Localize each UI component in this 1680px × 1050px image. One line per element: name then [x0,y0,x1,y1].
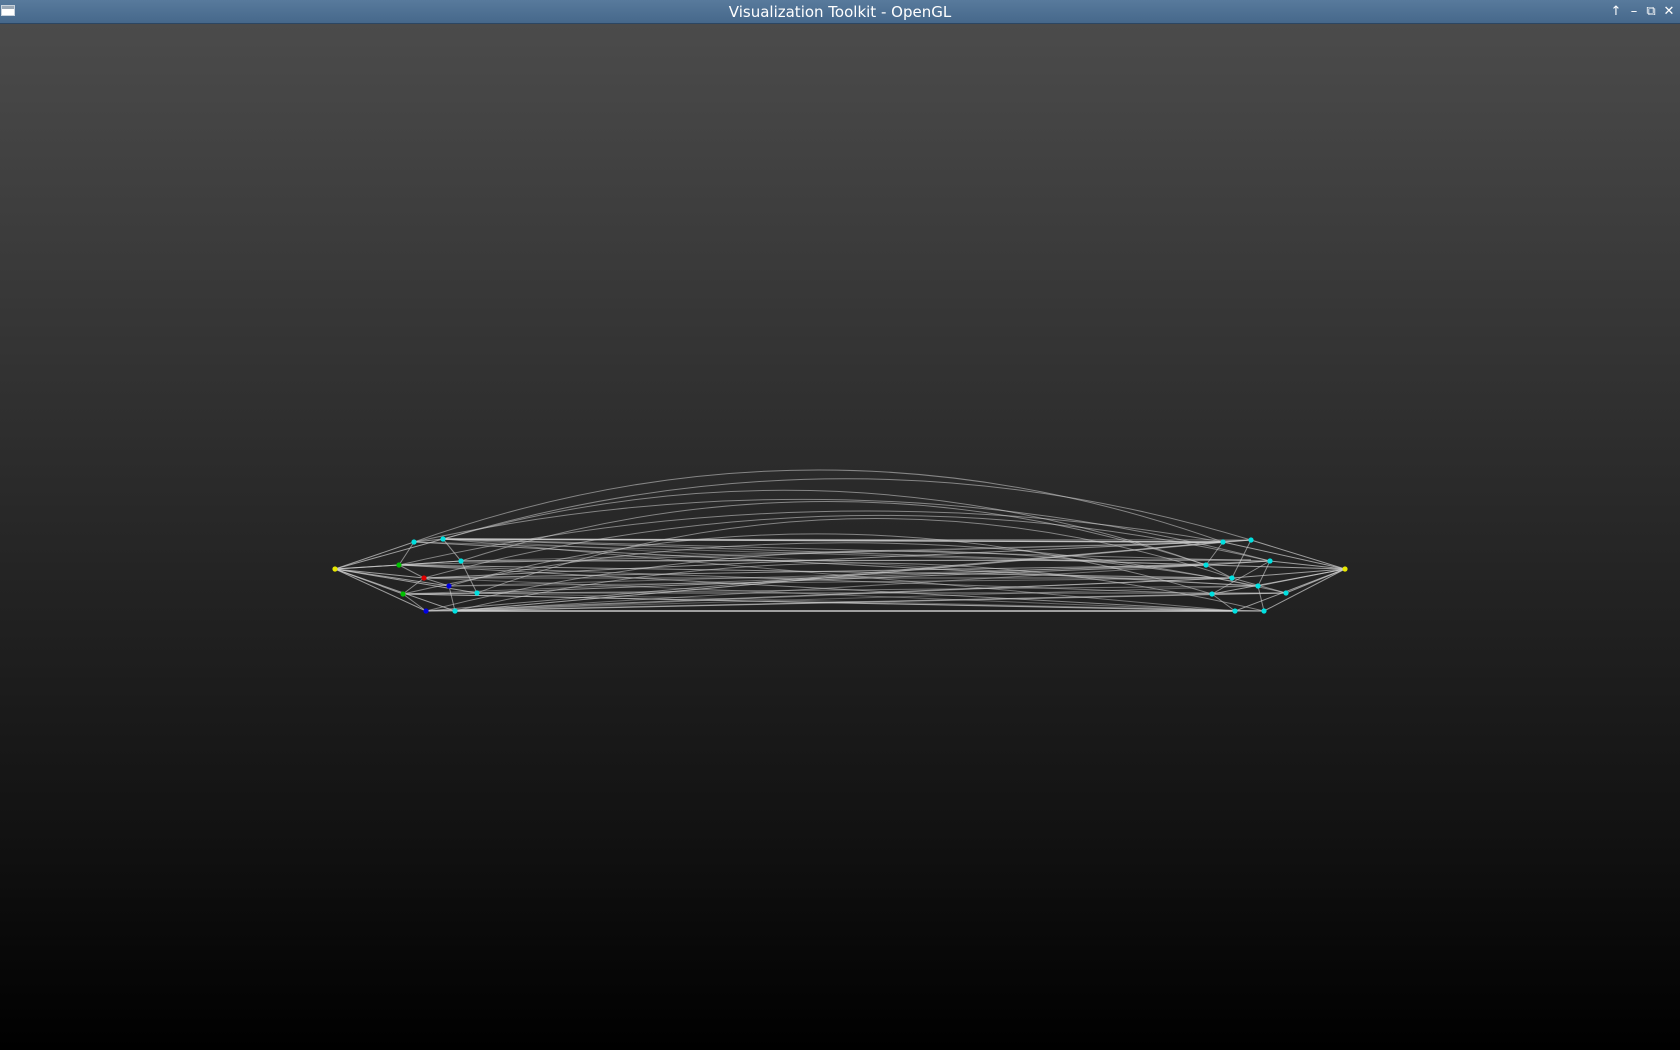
graph-edge [1263,568,1346,612]
graph-edge [398,560,462,566]
graph-edge [413,538,444,543]
graph-edge-arc [423,514,1271,579]
title-bar[interactable]: Visualization Toolkit - OpenGL ↑ – ⧉ ✕ [0,0,1680,24]
graph-edge [1231,568,1346,579]
graph-edge [425,585,1259,612]
graph-node-cyan [411,539,417,545]
close-button[interactable]: ✕ [1663,4,1675,19]
graph-edge [1211,593,1236,612]
graph-edge [1205,560,1271,566]
graph-edge [1211,560,1271,595]
graph-edge [334,568,427,612]
graph-edge [423,564,1207,579]
raise-window-button[interactable]: ↑ [1610,4,1622,19]
graph-node-yellow [332,566,338,572]
graph-edge [454,560,1271,612]
graph-edge [454,539,1252,612]
graph-node-cyan [458,558,464,564]
graph-edge [448,585,456,612]
graph-edge [1205,564,1346,570]
graph-node-cyan [1203,562,1209,568]
graph-nodes [332,536,1348,614]
graph-edge [398,541,415,566]
graph-edge [425,577,1233,612]
graph-edge [1257,560,1271,587]
graph-edge [448,577,1233,587]
graph-edge [1250,539,1346,570]
graph-edge [425,593,1213,612]
graph-node-cyan [1261,608,1267,614]
graph-edge [413,541,1259,587]
minimize-button[interactable]: – [1630,4,1638,19]
graph-edges [334,469,1346,612]
graph-edge [413,541,1207,566]
graph-edge [1257,585,1265,612]
graph-node-cyan [452,608,458,614]
graph-edge [1234,568,1346,612]
graph-edge [448,564,1207,587]
graph-edge-arc [413,498,1271,562]
graph-edge [454,541,1224,612]
graph-edge [454,592,1287,612]
graph-node-blue [446,583,452,589]
graph-edge-arc [402,542,1287,595]
graph-edge [423,539,1252,579]
graph-edge [425,541,1224,612]
graph-edge [334,568,478,594]
graph-edge [334,568,456,612]
graph-edge [402,593,427,612]
graph-edge [398,564,425,579]
graph-edge [1269,560,1346,570]
graph-node-cyan [440,536,446,542]
graph-edge [1222,541,1346,570]
graph-edge [334,538,444,570]
graph-node-green [400,591,406,597]
graph-edge-arc [442,478,1252,541]
maximize-button[interactable]: ⧉ [1646,4,1656,19]
graph-node-cyan [474,590,480,596]
graph-edge [402,560,1271,595]
graph-node-cyan [1232,608,1238,614]
graph-edge-arc [413,469,1224,543]
graph-edge [1205,541,1224,566]
graph-edge-arc [442,489,1207,566]
graph-edge-arc [448,533,1213,595]
graph-edge [442,538,1224,543]
render-viewport[interactable] [0,24,1680,1050]
graph-node-blue [423,608,429,614]
graph-edge [1231,539,1252,579]
graph-node-cyan [1283,590,1289,596]
graph-node-green [396,562,402,568]
graph-node-cyan [1220,539,1226,545]
graph-edge [442,538,462,562]
graph-edge [334,541,415,570]
window-menu-icon[interactable] [1,5,15,16]
graph-rendering [332,469,1348,614]
graph-edge [402,593,1236,612]
graph-edge [398,564,1213,595]
graph-edge [1205,564,1233,579]
graph-edge [402,577,425,595]
graph-edge [476,564,1207,594]
graph-node-cyan [1267,558,1273,564]
graph-edge-arc [460,501,1207,566]
graph-edge-arc [454,562,1265,612]
graph-node-red [421,575,427,581]
window-title: Visualization Toolkit - OpenGL [728,3,952,21]
graph-node-cyan [1255,583,1261,589]
graph-node-cyan [1229,575,1235,581]
graph-edge [334,568,425,579]
graph-node-cyan [1248,537,1254,543]
graph-edge [460,559,1252,562]
graph-edge [1211,568,1346,595]
graph-edge-arc [476,518,1233,594]
graph-node-yellow [1342,566,1348,572]
graph-node-cyan [1209,591,1215,597]
graph-edge [454,577,1233,612]
graph-edge-arc [425,550,1259,612]
